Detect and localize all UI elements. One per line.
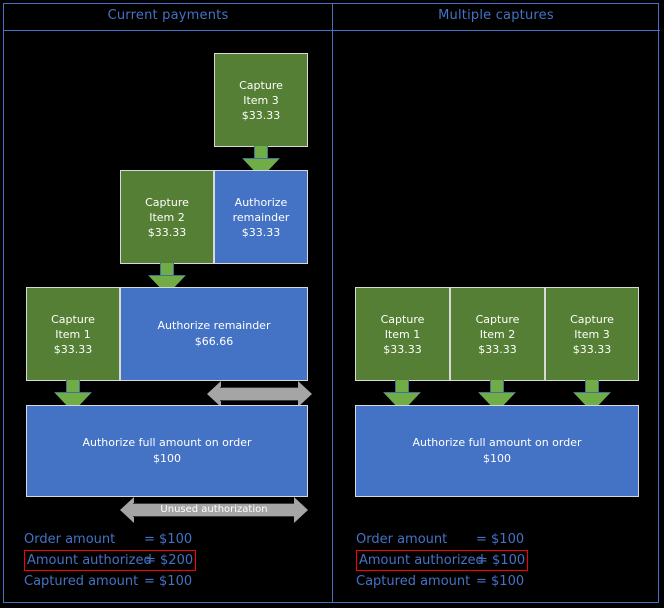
box-capture-item-1-left[interactable]: Capture Item 1 $33.33 (26, 287, 120, 381)
summary-row-captured-amount: Captured amount = $100 (356, 571, 528, 592)
summary-row-order-amount: Order amount = $100 (24, 529, 196, 550)
box-authorize-full-amount-left[interactable]: Authorize full amount on order $100 (26, 405, 308, 497)
box-capture-item-3-left[interactable]: Capture Item 3 $33.33 (214, 53, 308, 147)
box-line: Item 2 (149, 210, 185, 224)
summary-label: Amount authorized (27, 553, 152, 568)
panel-divider (332, 3, 333, 603)
double-arrow-unused-authorization: Unused authorization (120, 497, 308, 523)
panel-title-current-payments: Current payments (107, 8, 229, 23)
box-line: Item 3 (574, 327, 610, 341)
box-line: Capture (380, 312, 425, 326)
box-line: Authorize full amount on order (412, 436, 582, 449)
box-line: $66.66 (194, 335, 234, 348)
summary-row-captured-amount: Captured amount = $100 (24, 571, 196, 592)
summary-value: = $100 (144, 532, 193, 547)
box-line: remainder (232, 210, 290, 224)
box-line: $33.33 (478, 342, 517, 356)
summary-value: = $100 (144, 574, 193, 589)
box-line: Item 2 (479, 327, 516, 341)
summary-label: Order amount (356, 532, 448, 547)
double-arrow-remainder-icon (207, 381, 312, 407)
box-capture-item-1-right[interactable]: Capture Item 1 $33.33 (355, 287, 450, 381)
summary-label: Amount authorized (359, 553, 484, 568)
summary-left: Order amount = $100 Amount authorized= $2… (24, 529, 197, 592)
box-line: Item 1 (384, 327, 421, 341)
box-line: $33.33 (383, 342, 422, 356)
unused-authorization-label: Unused authorization (160, 504, 268, 515)
box-capture-item-2-left[interactable]: Capture Item 2 $33.33 (120, 170, 214, 264)
summary-row-order-amount: Order amount = $100 (356, 529, 528, 550)
box-line: $33.33 (572, 342, 612, 356)
box-line: Capture (51, 312, 95, 326)
box-line: Item 1 (55, 327, 91, 341)
summary-value: = $200 (145, 553, 194, 568)
box-line: Capture (570, 312, 614, 326)
summary-row-amount-authorized: Amount authorized= $100 (356, 550, 529, 571)
summary-label: Captured amount (356, 574, 471, 589)
outer-frame (3, 3, 659, 603)
summary-value: = $100 (477, 553, 526, 568)
panel-title-multiple-captures: Multiple captures (438, 8, 554, 23)
box-line: $33.33 (53, 342, 93, 356)
box-capture-item-2-right[interactable]: Capture Item 2 $33.33 (450, 287, 545, 381)
box-line: $33.33 (241, 108, 281, 122)
header-divider (3, 30, 660, 31)
box-line: Capture (145, 195, 189, 209)
box-line: $100 (483, 452, 511, 465)
box-line: Capture (239, 78, 283, 92)
summary-label: Order amount (24, 532, 116, 547)
box-line: Authorize remainder (157, 319, 271, 332)
box-authorize-remainder-6666[interactable]: Authorize remainder $66.66 (120, 287, 308, 381)
box-line: Authorize full amount on order (82, 436, 252, 449)
summary-row-amount-authorized: Amount authorized= $200 (24, 550, 197, 571)
box-line: $33.33 (241, 225, 281, 239)
box-line: $33.33 (147, 225, 187, 239)
box-authorize-remainder-3333[interactable]: Authorize remainder $33.33 (214, 170, 308, 264)
summary-right: Order amount= $100 Amount authorized= $1… (356, 529, 529, 592)
box-line: Capture (475, 312, 520, 326)
box-authorize-full-amount-right[interactable]: Authorize full amount on order $100 (355, 405, 639, 497)
summary-value: = $100 (476, 532, 525, 547)
summary-value: = $100 (476, 574, 525, 589)
box-line: Authorize (234, 195, 288, 209)
box-line: Item 3 (243, 93, 279, 107)
box-capture-item-3-right[interactable]: Capture Item 3 $33.33 (545, 287, 639, 381)
summary-label: Captured amount (24, 574, 139, 589)
box-line: $100 (153, 452, 181, 465)
